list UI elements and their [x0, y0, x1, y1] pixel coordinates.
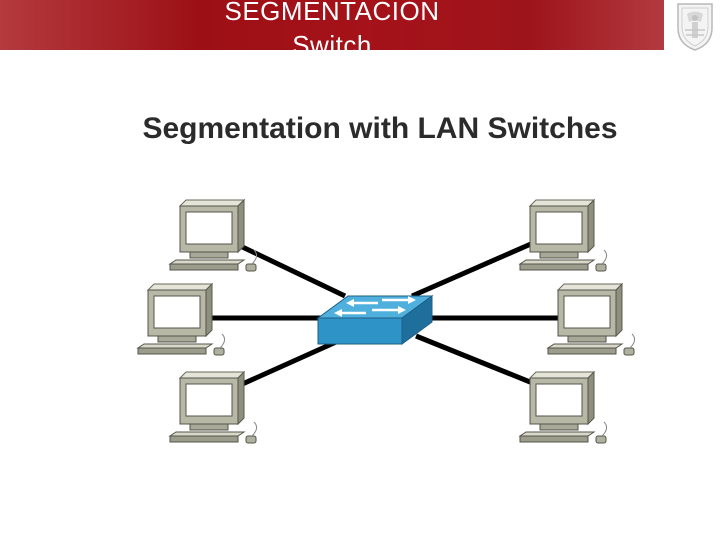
network-diagram	[137, 199, 636, 444]
computer-icon	[519, 199, 608, 272]
link-bottom-right	[415, 333, 541, 389]
header-title-line2: Switch	[292, 30, 372, 50]
switch-icon	[316, 295, 434, 345]
computer-icon	[547, 283, 636, 356]
computer-icon	[137, 283, 226, 356]
computer-icon	[169, 199, 258, 272]
computer-icon	[169, 371, 258, 444]
network-links	[205, 237, 560, 389]
university-crest-icon	[677, 3, 713, 51]
link-top-right	[410, 237, 542, 299]
slide-title: Segmentation with LAN Switches	[142, 112, 618, 145]
header-title-line1: SEGMENTACION	[224, 0, 440, 26]
link-top-left	[230, 239, 347, 299]
header-bar: SEGMENTACION Switch	[0, 0, 664, 50]
link-bottom-left	[236, 335, 347, 389]
computer-icon	[519, 371, 608, 444]
header-title: SEGMENTACION Switch	[0, 0, 664, 50]
